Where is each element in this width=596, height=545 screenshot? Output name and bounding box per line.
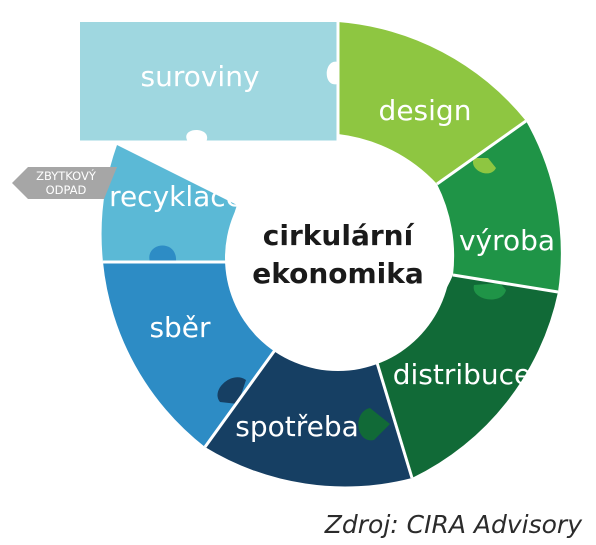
- center-label-line2: ekonomika: [252, 257, 424, 290]
- segment-suroviny: [80, 22, 338, 142]
- source-caption: Zdroj: CIRA Advisory: [324, 510, 582, 539]
- label-vyroba: výroba: [459, 224, 555, 257]
- label-spotreba: spotřeba: [235, 410, 359, 443]
- knob-sber-recyklace: [149, 245, 177, 262]
- knob-vyroba-distribuce: [473, 283, 506, 300]
- knob-distribuce-spotreba: [358, 408, 390, 441]
- label-design: design: [379, 94, 472, 127]
- label-suroviny: suroviny: [140, 60, 259, 93]
- center-label-line1: cirkulární: [263, 219, 415, 252]
- segment-recyklace: [101, 145, 237, 262]
- center-circle: [225, 145, 451, 371]
- knob-design-vyroba: [472, 158, 496, 174]
- label-sber: sběr: [149, 311, 211, 344]
- segment-design: [338, 22, 526, 184]
- segment-spotreba: [205, 350, 412, 487]
- label-distribuce: distribuce: [393, 358, 532, 391]
- label-recyklace: recyklace: [109, 180, 243, 213]
- waste-label-line2: ODPAD: [46, 183, 87, 197]
- segment-dividers: [80, 22, 559, 479]
- waste-arrow: [12, 167, 117, 199]
- knob-spotreba-sber: [217, 377, 246, 404]
- waste-label-line1: ZBYTKOVÝ: [36, 168, 97, 183]
